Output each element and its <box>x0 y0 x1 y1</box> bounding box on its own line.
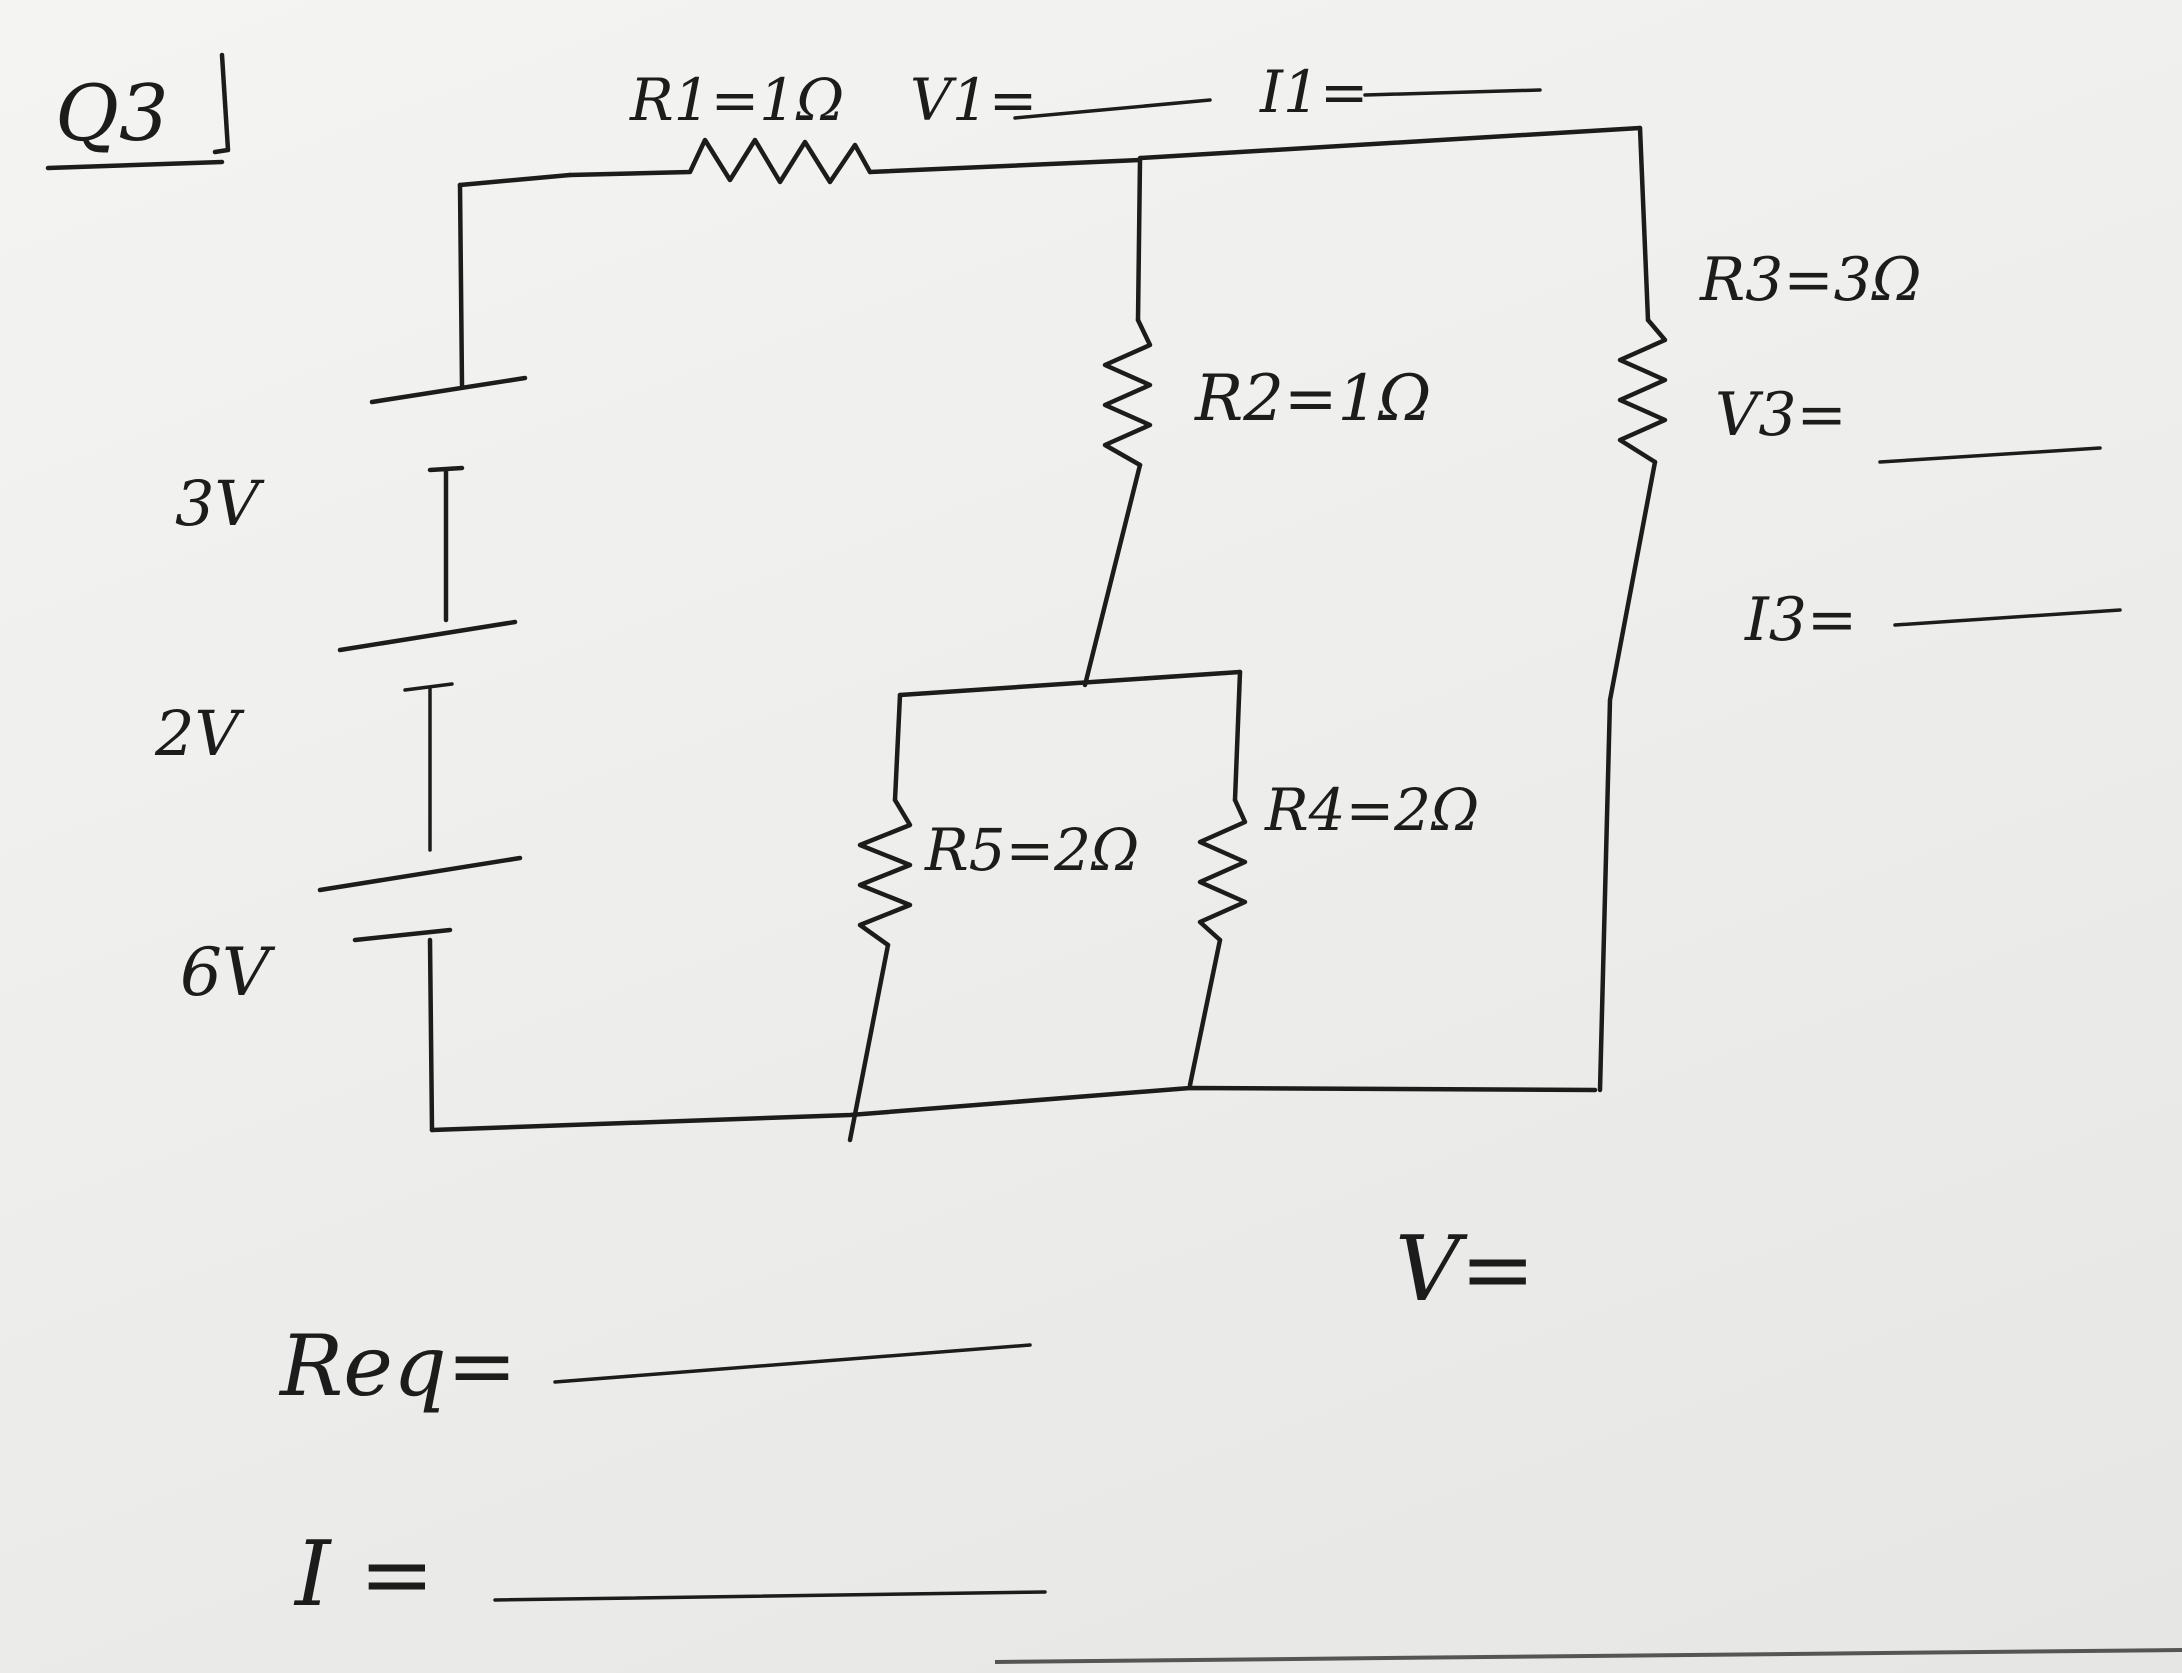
question-label: Q3 <box>55 69 169 159</box>
r4-label: R4=2Ω <box>1264 776 1479 844</box>
wire-top-left <box>457 172 573 188</box>
question-header: Q3 <box>45 52 231 171</box>
req-label: Req= <box>278 1317 517 1415</box>
total-voltage-label: V= <box>1395 1217 1535 1322</box>
battery-6v-long-plate <box>317 855 523 893</box>
header-underline <box>45 159 225 171</box>
resistor-r3 <box>1617 317 1668 465</box>
battery-6v-label: 6V <box>180 934 276 1011</box>
v3-label: V3= <box>1715 380 1847 450</box>
total-current-label: I = <box>293 1522 435 1627</box>
wire-r3-top <box>1637 125 1651 323</box>
current-answer-blank <box>493 1590 1047 1602</box>
v1-label: V1= <box>910 66 1037 134</box>
battery-2v-short-plate <box>403 682 454 852</box>
i3-answer-blank <box>1893 608 2122 627</box>
top-branch: R1=1Ω V1= I1= <box>457 58 1643 188</box>
sheet-edge-line <box>994 1648 2182 1664</box>
wire-top-right <box>1137 125 1643 161</box>
wire-r5-top <box>892 692 903 803</box>
i1-answer-blank <box>1363 88 1542 97</box>
r1-label: R1=1Ω <box>629 66 844 134</box>
resistor-r1 <box>567 137 873 185</box>
wire-bottom <box>429 1085 1598 1133</box>
wire-parallel-top <box>897 669 1243 698</box>
wire-r3-bottom <box>1597 459 1658 1093</box>
wire-r2-top <box>1135 157 1143 323</box>
battery-2v-long-plate <box>337 619 518 653</box>
wire-left-top <box>457 182 465 388</box>
header-bracket <box>212 52 231 155</box>
wire-r2-bottom <box>1082 462 1143 688</box>
battery-6v-short-plate <box>352 927 453 1133</box>
resistor-r2 <box>1102 317 1153 468</box>
v3-answer-blank <box>1878 446 2102 464</box>
r3-branch: R3=3Ω V3= I3= <box>1597 125 2122 1093</box>
req-answer-blank <box>553 1343 1032 1384</box>
i1-label: I1= <box>1259 58 1368 126</box>
wire-r5-bottom <box>847 942 891 1143</box>
wire-r4-bottom <box>1187 937 1223 1088</box>
v1-answer-blank <box>1013 98 1212 120</box>
r2-label: R2=1Ω <box>1194 362 1431 436</box>
battery-3v-label: 3V <box>175 467 265 540</box>
r5-label: R5=2Ω <box>924 816 1139 884</box>
r3-label: R3=3Ω <box>1699 245 1922 315</box>
resistor-r5 <box>857 797 913 948</box>
battery-branch: 3V 2V 6V <box>154 182 528 1133</box>
answer-section: V= Req= I = <box>278 1217 1535 1627</box>
battery-3v-short-plate <box>427 465 465 623</box>
wire-top-mid <box>867 157 1143 175</box>
i3-label: I3= <box>1744 585 1857 655</box>
battery-3v-long-plate <box>369 375 528 405</box>
r2-branch: R2=1Ω <box>1082 157 1431 688</box>
wire-r4-top <box>1232 669 1243 803</box>
battery-2v-label: 2V <box>154 697 245 770</box>
parallel-block: R5=2Ω R4=2Ω <box>847 669 1479 1143</box>
resistor-r4 <box>1197 797 1248 943</box>
